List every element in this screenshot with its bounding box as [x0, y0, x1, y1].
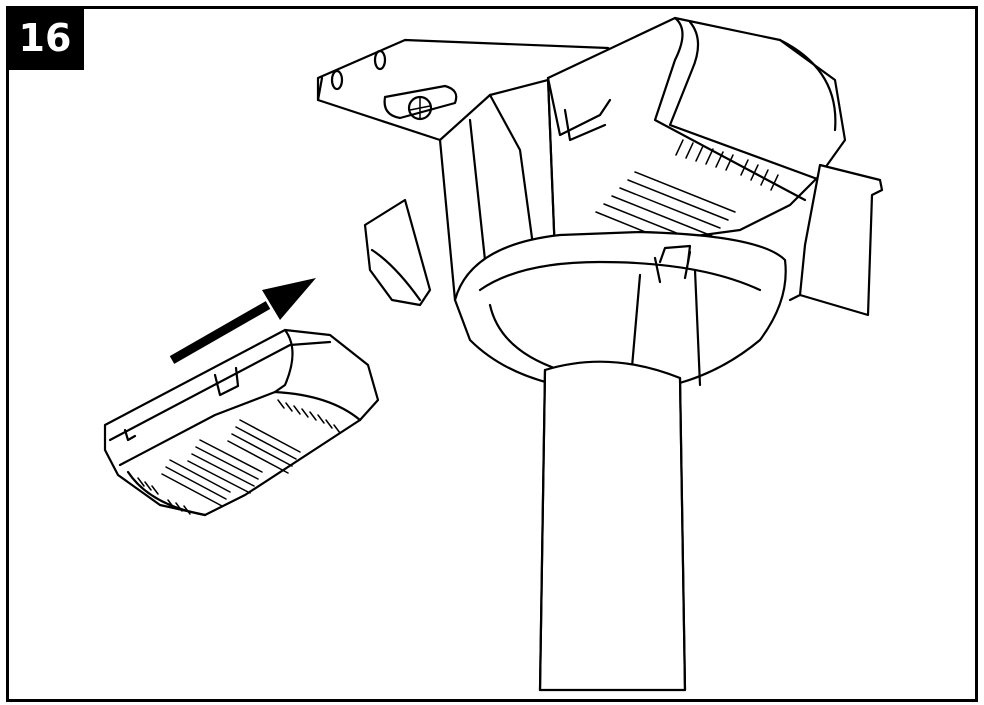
step-number: 16 — [18, 16, 72, 60]
cover-vent-slots — [137, 399, 341, 515]
downrod — [538, 360, 687, 692]
insert-direction-arrow-icon — [169, 278, 316, 364]
receiver-cover — [103, 328, 380, 517]
step-number-badge: 16 — [6, 6, 84, 70]
housing-vent-slots — [595, 139, 779, 251]
